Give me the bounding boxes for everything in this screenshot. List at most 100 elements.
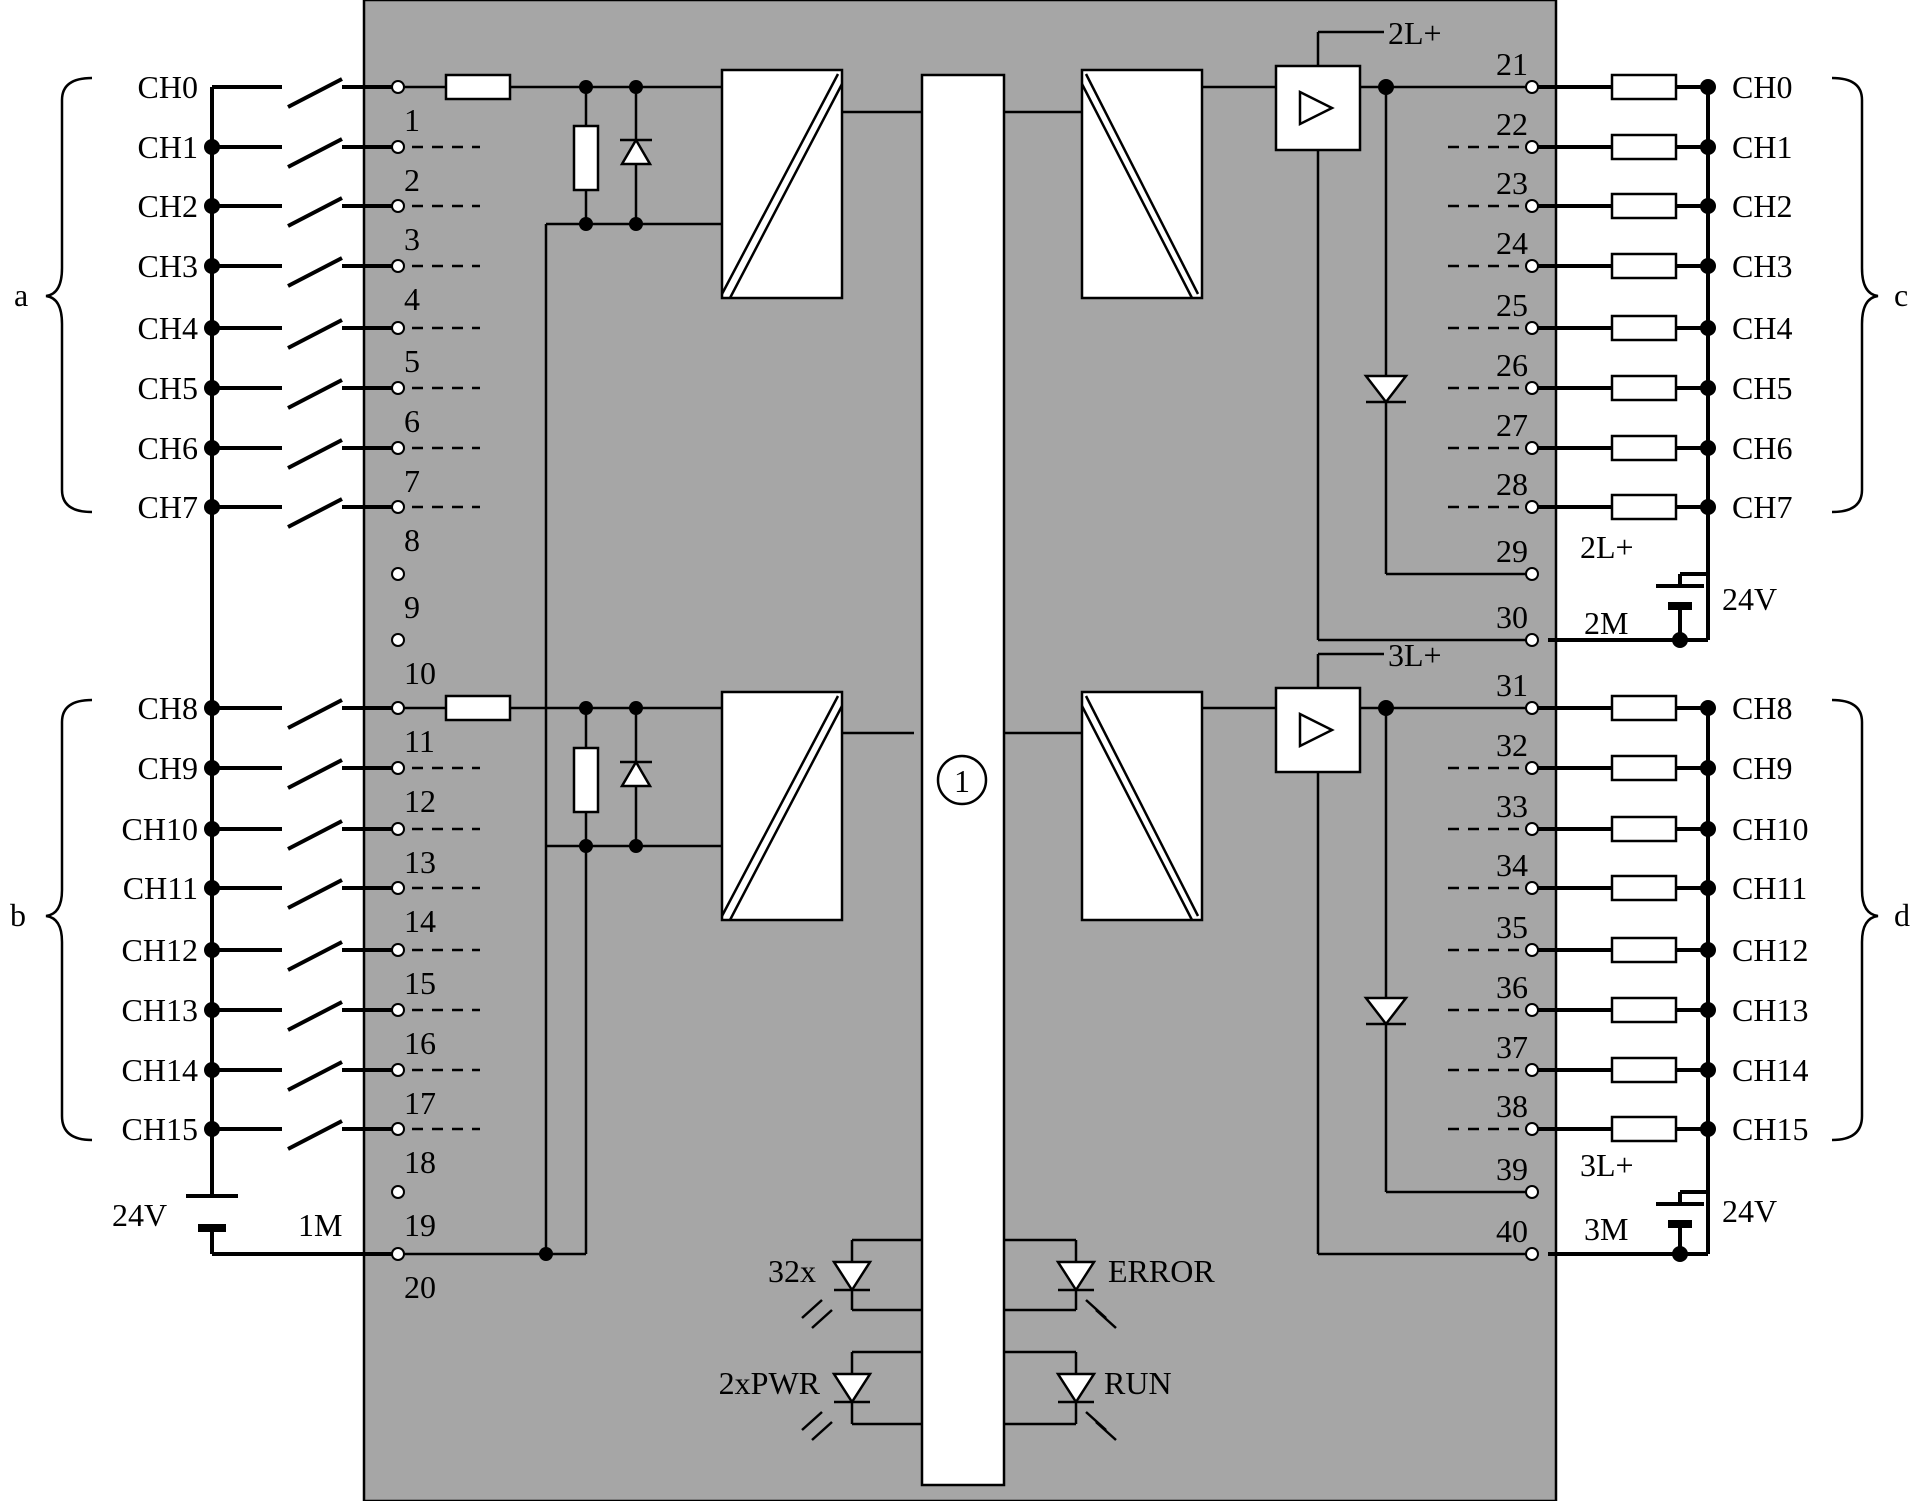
terminal-3[interactable]: 3: [391, 199, 480, 257]
right-channel-label: CH4: [1732, 310, 1792, 346]
terminal-4[interactable]: 4: [391, 259, 480, 317]
terminal-21[interactable]: 21: [1496, 46, 1539, 94]
terminal-6[interactable]: 6: [391, 381, 480, 439]
input-protection-bottom: [398, 694, 722, 1254]
left-channel-label: CH7: [138, 489, 198, 525]
left-channel-ch9: CH9: [138, 750, 398, 790]
terminal-13[interactable]: 13: [391, 822, 480, 880]
bus-marker-circle: [936, 754, 988, 806]
terminal-5[interactable]: 5: [391, 321, 480, 379]
terminal-23[interactable]: 23: [1448, 165, 1539, 213]
terminal-15[interactable]: 15: [391, 943, 480, 1001]
right-channel-ch7: CH7: [1532, 489, 1792, 525]
led-label-pwr: 2xPWR: [719, 1365, 821, 1401]
terminal-number: 4: [404, 281, 420, 317]
terminal-25[interactable]: 25: [1448, 287, 1539, 335]
right-channel-ch8: CH8: [1532, 690, 1792, 726]
terminal-19[interactable]: 19: [391, 1185, 436, 1243]
brace-b: [45, 698, 93, 1142]
left-channel-ch6: CH6: [138, 430, 398, 470]
terminal-number: 30: [1496, 599, 1528, 635]
junction-dot: [1700, 499, 1716, 515]
terminal-34[interactable]: 34: [1448, 847, 1539, 895]
terminal-number: 29: [1496, 533, 1528, 569]
terminal-24[interactable]: 24: [1448, 225, 1539, 273]
terminal-27[interactable]: 27: [1448, 407, 1539, 455]
terminal-12[interactable]: 12: [391, 761, 480, 819]
terminal-20[interactable]: 20: [391, 1247, 436, 1305]
terminal-number: 32: [1496, 727, 1528, 763]
left-channel-label: CH9: [138, 750, 198, 786]
terminal-22[interactable]: 22: [1448, 106, 1539, 154]
terminal-10[interactable]: 10: [391, 633, 436, 691]
bottom-right-voltage: 24V: [1722, 1193, 1777, 1229]
terminal-14[interactable]: 14: [391, 881, 480, 939]
terminal-2[interactable]: 2: [391, 140, 480, 198]
terminal-16[interactable]: 16: [391, 1003, 480, 1061]
terminal-number: 21: [1496, 46, 1528, 82]
right-channel-label: CH10: [1732, 811, 1808, 847]
top-right-plus-label: 2L+: [1388, 15, 1442, 51]
terminal-number: 20: [404, 1269, 436, 1305]
terminal-17[interactable]: 17: [391, 1063, 480, 1121]
group-label-c: c: [1894, 277, 1908, 313]
terminal-number: 26: [1496, 347, 1528, 383]
junction-dot: [204, 821, 220, 837]
left-channel-label: CH10: [122, 811, 198, 847]
right-channel-ch13: CH13: [1532, 992, 1808, 1028]
right-channel-label: CH13: [1732, 992, 1808, 1028]
terminal-1[interactable]: 1: [391, 80, 420, 138]
output-isolator-top: [1080, 68, 1204, 300]
terminal-30[interactable]: 30: [1496, 599, 1539, 647]
left-ground-label: 1M: [298, 1207, 342, 1243]
terminal-33[interactable]: 33: [1448, 788, 1539, 836]
junction-dot: [204, 880, 220, 896]
junction-dot: [204, 380, 220, 396]
terminal-39[interactable]: 39: [1496, 1151, 1539, 1199]
terminal-40[interactable]: 40: [1496, 1213, 1539, 1261]
right-channel-ch0: CH0: [1532, 69, 1792, 105]
right-channel-label: CH5: [1732, 370, 1792, 406]
terminal-38[interactable]: 38: [1448, 1088, 1539, 1136]
terminal-number: 39: [1496, 1151, 1528, 1187]
terminal-29[interactable]: 29: [1496, 533, 1539, 581]
terminal-number: 40: [1496, 1213, 1528, 1249]
top-right-plus-terminal-label: 2L+: [1580, 529, 1634, 565]
bottom-right-plus-label: 3L+: [1388, 637, 1442, 673]
terminal-number: 7: [404, 463, 420, 499]
junction-dot: [1700, 880, 1716, 896]
led-label-run: RUN: [1104, 1365, 1172, 1401]
brace-a: [45, 76, 93, 514]
left-channel-ch14: CH14: [122, 1052, 398, 1092]
terminal-number: 35: [1496, 909, 1528, 945]
left-channel-ch12: CH12: [122, 932, 398, 972]
junction-dot: [1700, 79, 1716, 95]
terminal-35[interactable]: 35: [1448, 909, 1539, 957]
terminal-31[interactable]: 31: [1496, 667, 1539, 715]
terminal-11[interactable]: 11: [391, 701, 435, 759]
right-channel-ch14: CH14: [1532, 1052, 1808, 1088]
junction-dot: [204, 499, 220, 515]
right-channel-label: CH9: [1732, 750, 1792, 786]
left-channel-ch7: CH7: [138, 489, 398, 529]
terminal-37[interactable]: 37: [1448, 1029, 1539, 1077]
group-label-b: b: [10, 897, 26, 933]
terminal-36[interactable]: 36: [1448, 969, 1539, 1017]
terminal-number: 8: [404, 522, 420, 558]
left-channel-label: CH6: [138, 430, 198, 466]
led-label-error: ERROR: [1108, 1253, 1215, 1289]
left-channel-label: CH15: [122, 1111, 198, 1147]
terminal-26[interactable]: 26: [1448, 347, 1539, 395]
terminal-number: 33: [1496, 788, 1528, 824]
terminal-18[interactable]: 18: [391, 1122, 480, 1180]
terminal-8[interactable]: 8: [391, 500, 480, 558]
terminal-28[interactable]: 28: [1448, 466, 1539, 514]
terminal-7[interactable]: 7: [391, 441, 480, 499]
right-channel-label: CH6: [1732, 430, 1792, 466]
terminal-number: 9: [404, 589, 420, 625]
top-right-ground-label: 2M: [1584, 605, 1628, 641]
right-channel-ch10: CH10: [1532, 811, 1808, 847]
right-channel-label: CH15: [1732, 1111, 1808, 1147]
terminal-32[interactable]: 32: [1448, 727, 1539, 775]
terminal-9[interactable]: 9: [391, 567, 420, 625]
